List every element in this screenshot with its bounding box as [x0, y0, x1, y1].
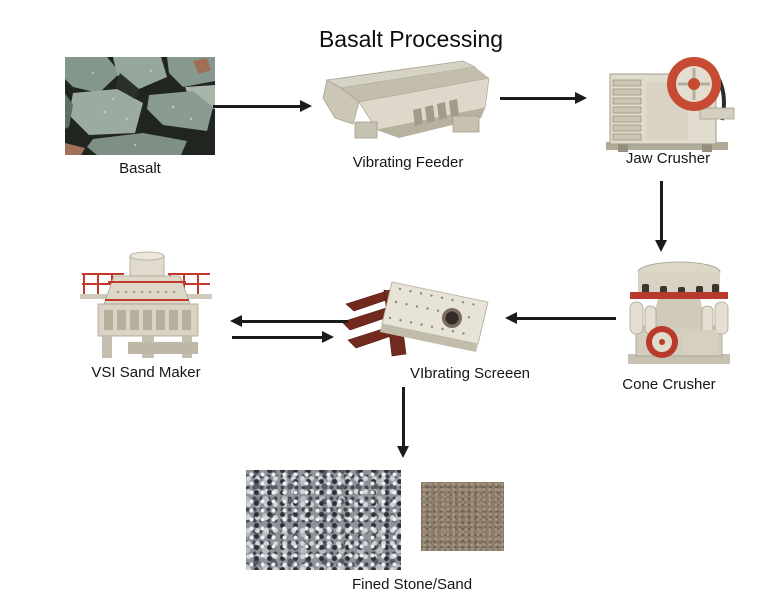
jaw-crusher-label: Jaw Crusher: [625, 150, 711, 167]
jaw-crusher-photo: [606, 57, 735, 152]
vibrating-screen-label: VIbrating Screeen: [409, 365, 531, 382]
vsi-sand-maker-photo: [80, 251, 212, 358]
page-title: Basalt Processing: [318, 26, 504, 52]
basalt-photo: [65, 57, 215, 155]
arrow-basalt-to-feeder: [213, 100, 312, 112]
fined-stone-sand-label: Fined Stone/Sand: [351, 576, 473, 593]
fined-stone-photo: [246, 470, 401, 570]
arrow-cone-crusher-to-screen: [505, 312, 616, 324]
basalt-label: Basalt: [119, 160, 161, 177]
vibrating-screen-photo: [341, 281, 489, 357]
arrow-vsi-to-screen: [232, 331, 334, 343]
arrow-screen-to-vsi: [230, 315, 348, 327]
vibrating-feeder-label: Vibrating Feeder: [352, 154, 464, 171]
arrow-screen-to-output: [397, 387, 409, 458]
cone-crusher-photo: [628, 261, 730, 364]
arrow-jaw-crusher-to-cone-crusher: [655, 181, 667, 252]
fined-sand-photo: [421, 482, 504, 551]
cone-crusher-label: Cone Crusher: [622, 376, 716, 393]
arrow-feeder-to-jaw-crusher: [500, 92, 587, 104]
vsi-sand-maker-label: VSI Sand Maker: [91, 364, 201, 381]
vibrating-feeder-photo: [322, 60, 490, 139]
